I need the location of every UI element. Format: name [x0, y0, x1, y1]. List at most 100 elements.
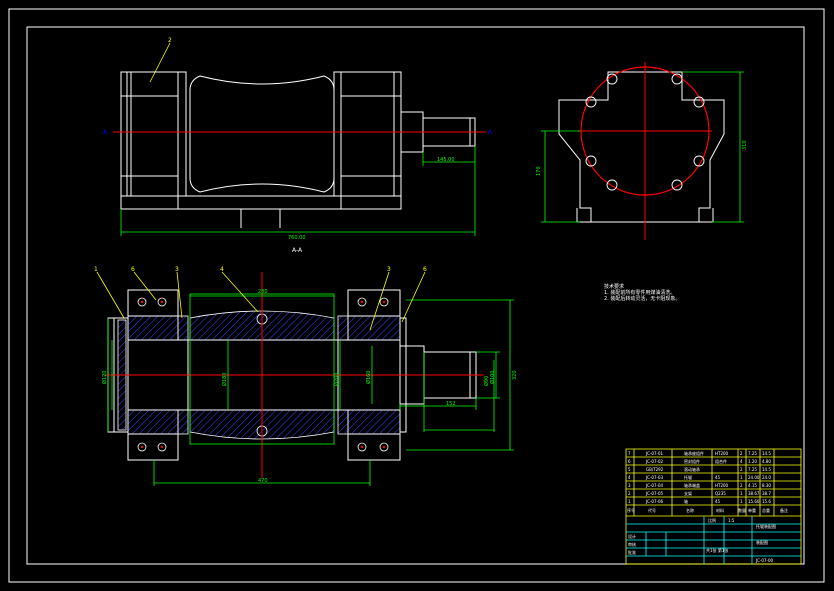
bom-row-3-w2: 8.30 — [762, 483, 771, 488]
bom-header-w1: 单重 — [748, 507, 756, 513]
bom-row-4-qty: 1 — [740, 475, 743, 480]
end-view-dimensions — [541, 71, 744, 223]
bom-row-2-no: 2 — [628, 491, 631, 496]
dim-shaft-ext: 152 — [446, 401, 456, 407]
title-drawing-name: 托辊装配图 — [756, 523, 776, 529]
section-bolt-marks — [140, 300, 386, 449]
dim-section-bottom: 470 — [258, 478, 268, 484]
bom-row-2-code: JC-07-05 — [645, 491, 663, 496]
bom-row-2-w1: 38.67 — [748, 491, 760, 496]
bom-row-6-w1: 1.20 — [748, 459, 757, 464]
leader-label-top-view: 2 — [168, 37, 172, 44]
bom-header-code: 代号 — [648, 507, 656, 513]
dim-dia-mid1: Ø180 — [221, 373, 228, 386]
technical-notes: 技术要求 1. 装配前所有零件用煤油清洗。 2. 装配后转动灵活，无卡阻现象。 — [604, 284, 680, 302]
top-view-dimensions — [120, 146, 476, 236]
bom-row-1-mat: 45 — [715, 499, 721, 504]
bom-row-3-name: 轴承端盖 — [684, 482, 700, 488]
bom-row-6-mat: 组合件 — [715, 458, 727, 464]
leader-label-4: 4 — [220, 266, 224, 273]
bom-row-7-qty: 2 — [740, 451, 743, 456]
bom-header-name: 名称 — [686, 507, 694, 513]
bom-row-4-mat: 45 — [715, 475, 721, 480]
bom-row-5-no: 5 — [628, 467, 631, 472]
bom-header-remark: 备注 — [780, 507, 788, 513]
bom-row-7-name: 轴承座组件 — [684, 450, 704, 456]
bom-row-4-w1: 24.00 — [748, 475, 760, 480]
bom-row-3-mat: HT200 — [715, 483, 729, 488]
bom-row-7-mat: HT200 — [715, 451, 729, 456]
section-dimensions — [107, 293, 514, 486]
leader-label-6: 6 — [423, 266, 427, 273]
bom-header-no: 序号 — [627, 507, 635, 513]
title-block-lines — [626, 516, 801, 564]
bom-row-1-qty: 1 — [740, 499, 743, 504]
bom-row-5-w1: 7.25 — [748, 467, 757, 472]
bom-row-7-w1: 7.25 — [748, 451, 757, 456]
leader-label-1: 1 — [94, 266, 98, 273]
bom-header-w2: 总重 — [762, 507, 770, 513]
bom-row-7-code: JC-07-01 — [645, 451, 663, 456]
bom-row-1-name: 轴 — [684, 498, 688, 504]
dim-section-top: 280 — [258, 289, 268, 295]
inner-frame — [26, 26, 805, 565]
dim-cross-height-left: 170 — [536, 166, 542, 176]
end-view-bolts — [585, 73, 705, 191]
bom-row-2-name: 支架 — [684, 490, 692, 496]
bom-row-6-name: 密封组件 — [684, 458, 700, 464]
title-check: 审核 — [628, 541, 636, 547]
notes-title: 技术要求 — [604, 284, 625, 290]
bom-table-lines — [625, 448, 802, 565]
bom-row-3-no: 3 — [628, 483, 631, 488]
notes-line-1: 1. 装配前所有零件用煤油清洗。 — [604, 290, 676, 296]
leader-top-view — [149, 42, 171, 83]
bom-row-5-w2: 14.5 — [762, 467, 771, 472]
view-mark-left: A — [103, 129, 108, 136]
bom-row-1-w1: 15.60 — [748, 499, 760, 504]
bom-row-3-code: JC-07-04 — [645, 483, 663, 488]
leader-label-5: 3 — [387, 266, 391, 273]
bom-row-3-qty: 2 — [740, 483, 743, 488]
bom-row-6-w2: 4.80 — [762, 459, 771, 464]
bom-row-4-code: JC-07-03 — [645, 475, 663, 480]
dim-dia-shaft: Ø100 — [489, 371, 496, 384]
bom-row-6-no: 6 — [628, 459, 631, 464]
dim-dia-mid2: Ø200 — [333, 373, 340, 386]
bom-row-2-mat: Q235 — [715, 491, 726, 496]
bom-row-5-name: 滚动轴承 — [684, 466, 700, 472]
title-scale: 1:5 — [728, 518, 735, 523]
bom-header-qty: 数量 — [738, 507, 746, 513]
leader-label-2: 6 — [131, 266, 135, 273]
leader-label-3: 3 — [175, 266, 179, 273]
dim-height-right: 320 — [512, 370, 518, 380]
title-company: 装配图 — [756, 539, 768, 545]
bom-row-2-w2: 38.7 — [762, 491, 771, 496]
view-mark-right: A — [488, 129, 493, 136]
dim-dia-end: Ø90 — [483, 376, 490, 386]
bom-row-6-code: JC-07-02 — [645, 459, 663, 464]
bom-row-1-code: JC-07-06 — [645, 499, 663, 504]
bom-row-3-w1: 4.15 — [748, 483, 757, 488]
top-view — [120, 71, 476, 228]
bom-row-7-w2: 14.5 — [762, 451, 771, 456]
dim-dia-mid3: Ø160 — [365, 371, 372, 384]
bom-row-2-qty: 1 — [740, 491, 743, 496]
title-scale-label: 比例 — [708, 517, 716, 523]
title-drawing-no: JC-07-00 — [755, 558, 773, 563]
bom-row-4-name: 托辊 — [684, 474, 692, 480]
bom-row-7-no: 7 — [628, 451, 631, 456]
section-label: A-A — [292, 247, 303, 254]
bom-row-5-qty: 2 — [740, 467, 743, 472]
dim-dia-left: Ø120 — [101, 371, 108, 384]
bom-row-1-no: 1 — [628, 499, 631, 504]
bom-header-mat: 材料 — [716, 507, 724, 513]
notes-line-2: 2. 装配后转动灵活，无卡阻现象。 — [604, 296, 681, 302]
bom-row-5-code: GB/T292 — [646, 467, 664, 472]
section-leaders — [96, 271, 426, 331]
outer-frame — [8, 8, 825, 583]
title-design: 设计 — [628, 533, 636, 539]
title-sheet: 共1张 第1张 — [706, 547, 728, 553]
dim-overall-length: 760.00 — [288, 235, 306, 241]
